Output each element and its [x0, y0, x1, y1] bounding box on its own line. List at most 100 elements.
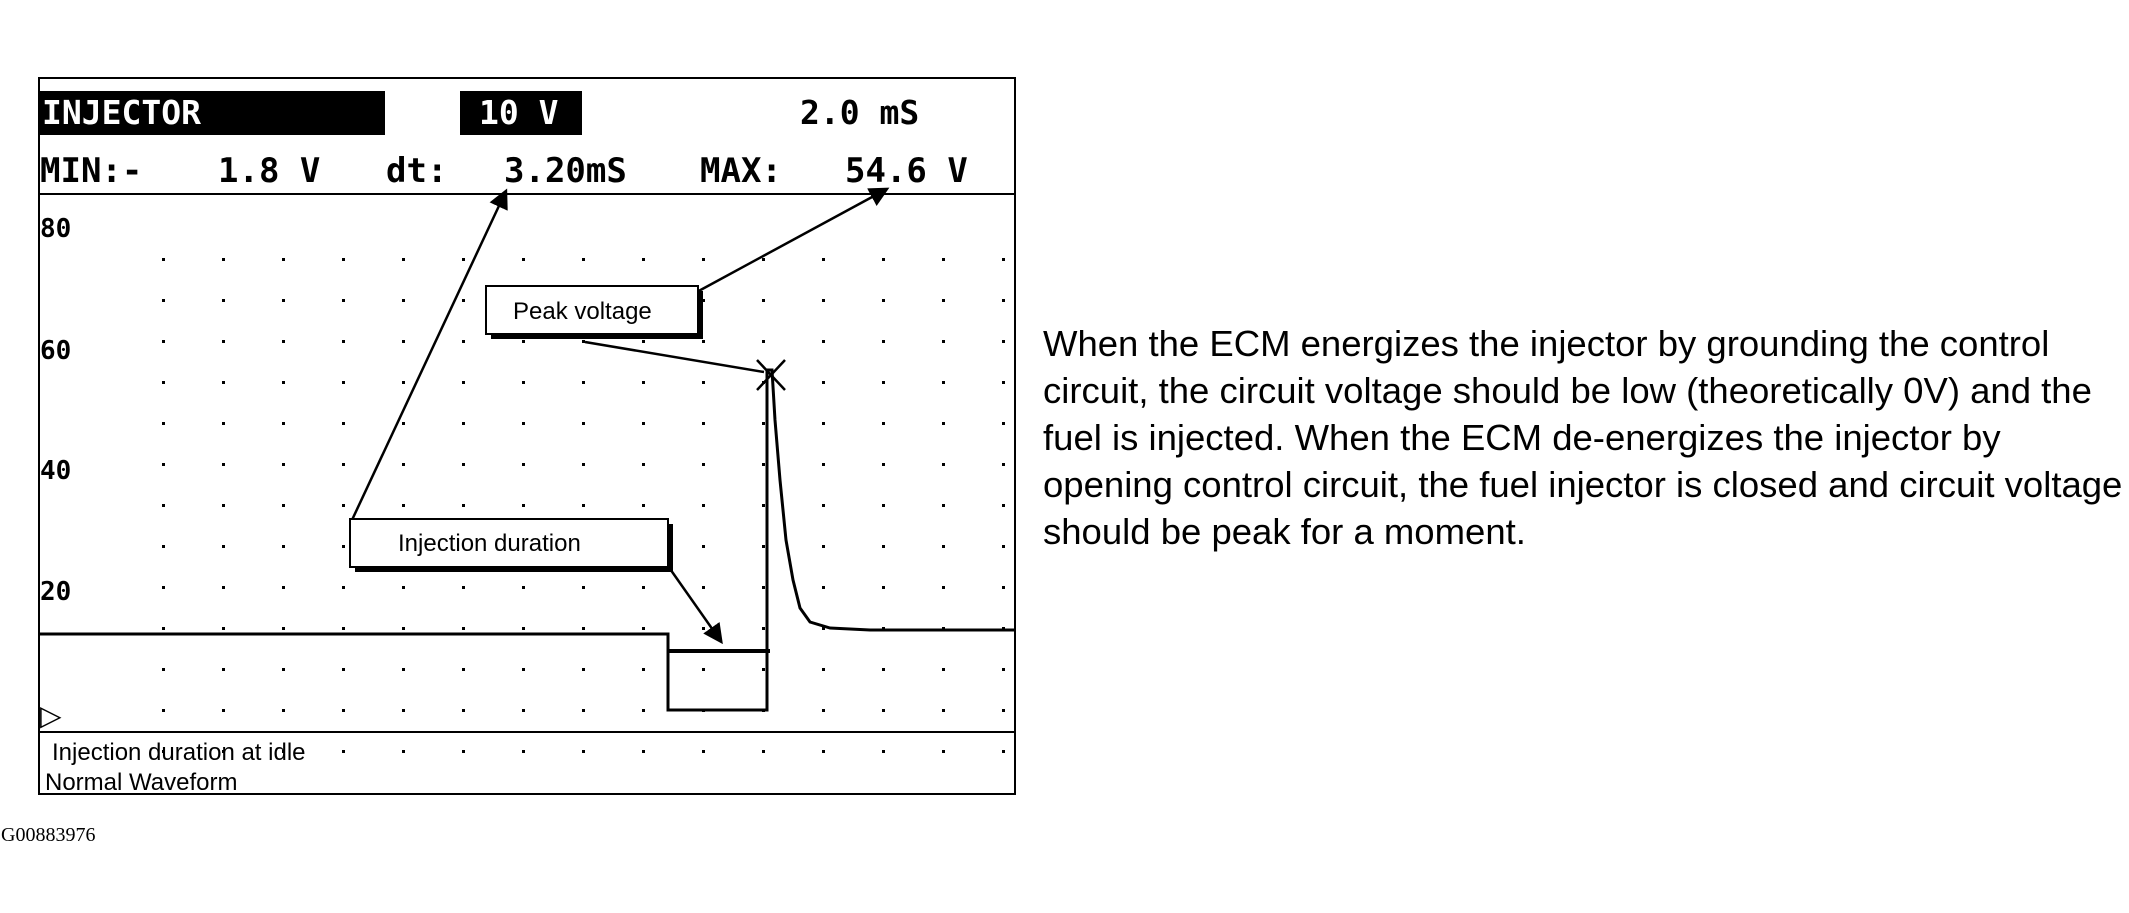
- grid-dot: [882, 750, 885, 753]
- grid-dot: [882, 545, 885, 548]
- volts-per-div: 10 V: [479, 93, 558, 132]
- grid-dot: [162, 668, 165, 671]
- grid-dot: [222, 381, 225, 384]
- peak-voltage-callout: [485, 285, 699, 335]
- grid-dot: [942, 504, 945, 507]
- grid-dot: [702, 258, 705, 261]
- grid-dot: [402, 709, 405, 712]
- grid-dot: [582, 381, 585, 384]
- leader-to-injection-bar: [666, 565, 723, 645]
- grid-dot: [222, 668, 225, 671]
- grid-dot: [642, 463, 645, 466]
- grid-dot: [942, 299, 945, 302]
- grid-dot: [342, 504, 345, 507]
- grid-dot: [762, 258, 765, 261]
- grid-dot: [702, 545, 705, 548]
- grid-dot: [582, 668, 585, 671]
- grid-dot: [522, 258, 525, 261]
- grid-dot: [942, 668, 945, 671]
- grid-dot: [522, 504, 525, 507]
- grid-dot: [342, 299, 345, 302]
- grid-dot: [402, 668, 405, 671]
- grid-dot: [582, 627, 585, 630]
- grid-dot: [462, 299, 465, 302]
- grid-dot: [462, 668, 465, 671]
- leader-to-peak: [584, 340, 765, 374]
- grid-dot: [522, 381, 525, 384]
- grid-dot: [702, 463, 705, 466]
- dt-label: dt:: [386, 151, 447, 191]
- grid-dot: [642, 627, 645, 630]
- grid-dot: [642, 668, 645, 671]
- grid-dot: [222, 463, 225, 466]
- caption-line-2: Normal Waveform: [45, 769, 237, 796]
- grid-dot: [882, 668, 885, 671]
- grid-dot: [582, 258, 585, 261]
- grid-dot: [342, 258, 345, 261]
- grid-dot: [942, 545, 945, 548]
- grid-dot: [762, 586, 765, 589]
- grid-dot: [282, 750, 285, 753]
- grid-dot: [642, 340, 645, 343]
- grid-dot: [582, 463, 585, 466]
- grid-dot: [942, 340, 945, 343]
- peak-marker: [756, 359, 786, 391]
- grid-dot: [162, 258, 165, 261]
- grid-dot: [762, 463, 765, 466]
- grid-dot: [1002, 545, 1005, 548]
- figure-id: G00883976: [1, 824, 96, 846]
- trigger-marker-icon: ▷: [40, 700, 62, 731]
- description-text: When the ECM energizes the injector by g…: [1043, 323, 2123, 552]
- grid-dot: [282, 463, 285, 466]
- peak-voltage-label: Peak voltage: [513, 298, 652, 325]
- grid-dot: [822, 258, 825, 261]
- grid-dot: [642, 381, 645, 384]
- grid-dot: [342, 340, 345, 343]
- grid-dot: [462, 709, 465, 712]
- time-per-div: 2.0 mS: [800, 93, 919, 132]
- grid-dot: [642, 504, 645, 507]
- grid-dot: [462, 627, 465, 630]
- grid-dot: [822, 422, 825, 425]
- grid-dot: [282, 627, 285, 630]
- grid-dot: [222, 422, 225, 425]
- grid-dot: [222, 709, 225, 712]
- dt-value: 3.20mS: [504, 151, 627, 191]
- grid-dot: [522, 463, 525, 466]
- grid-dot: [1002, 504, 1005, 507]
- grid-dot: [702, 586, 705, 589]
- grid-dot: [342, 627, 345, 630]
- grid-dot: [762, 668, 765, 671]
- grid-dot: [942, 258, 945, 261]
- oscilloscope-display: INJECTOR 10 V 2.0 mS MIN:- 1.8 V dt: 3.2…: [38, 77, 1016, 796]
- grid-dot: [462, 586, 465, 589]
- grid-dot: [822, 299, 825, 302]
- grid-dot: [942, 750, 945, 753]
- grid-dot: [342, 586, 345, 589]
- min-value: 1.8 V: [218, 151, 320, 191]
- injection-duration-callout: [349, 518, 669, 568]
- grid-dot: [822, 709, 825, 712]
- grid-dot: [762, 340, 765, 343]
- grid-dot: [942, 381, 945, 384]
- grid-dot: [162, 381, 165, 384]
- grid-dot: [822, 586, 825, 589]
- grid-dot: [522, 586, 525, 589]
- grid-dot: [1002, 422, 1005, 425]
- grid-dot: [402, 340, 405, 343]
- grid-dot: [822, 750, 825, 753]
- grid-dot: [162, 463, 165, 466]
- grid-dot: [582, 504, 585, 507]
- grid-dot: [762, 750, 765, 753]
- grid-dot: [282, 340, 285, 343]
- grid-dot: [762, 545, 765, 548]
- grid-dot: [702, 504, 705, 507]
- grid-dot: [702, 627, 705, 630]
- grid-dot: [642, 750, 645, 753]
- grid-dot: [1002, 709, 1005, 712]
- grid-dot: [1002, 381, 1005, 384]
- grid-dot: [582, 586, 585, 589]
- grid-dot: [822, 340, 825, 343]
- grid-dot: [1002, 463, 1005, 466]
- grid-dot: [162, 750, 165, 753]
